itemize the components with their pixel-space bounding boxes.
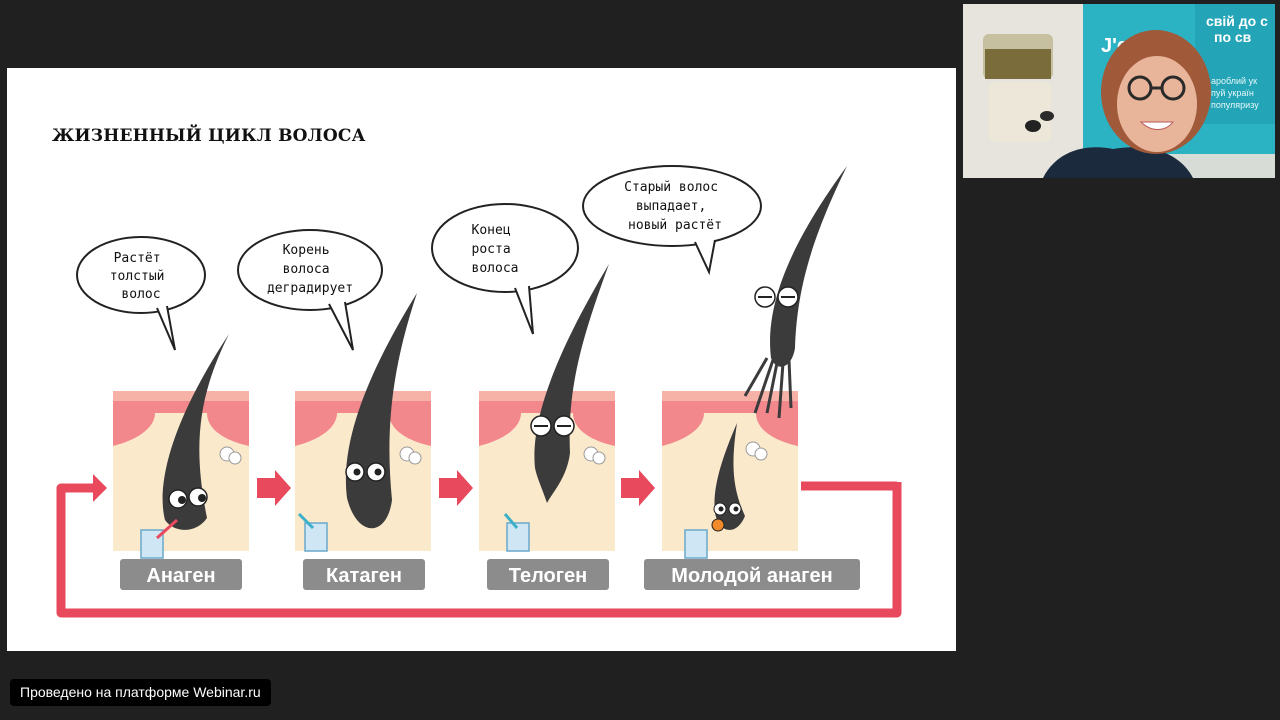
- stage-catagen-panel: Катаген: [295, 293, 431, 590]
- glass-icon: [304, 522, 328, 552]
- svg-text:Корень волоса: Корень волоса деградирует: [267, 243, 353, 296]
- svg-text:Старый волос выпадает,: Старый волос выпадает, новый растёт: [624, 180, 726, 233]
- hair-telogen: [534, 264, 609, 503]
- stage-label-anagen: Анаген: [146, 565, 215, 587]
- stage-label-catagen: Катаген: [326, 565, 402, 587]
- svg-text:ароблий ук: ароблий ук: [1211, 76, 1257, 86]
- webcam-video: J'erb свій до с по св ароблий ук пуй укр…: [963, 4, 1275, 178]
- svg-text:по св: по св: [1214, 29, 1252, 45]
- shed-hair: [770, 166, 847, 367]
- stage-label-telogen: Телоген: [509, 565, 588, 587]
- glass-icon: [684, 529, 708, 559]
- stage-arrow-3: [621, 470, 655, 506]
- stage-arrow-2: [439, 470, 473, 506]
- person-face: [1117, 56, 1197, 152]
- webcam-image: J'erb свій до с по св ароблий ук пуй укр…: [963, 4, 1275, 178]
- speech-bubble-young-anagen: Старый волос выпадает, новый растёт: [582, 165, 762, 276]
- cycle-loop: [56, 482, 902, 618]
- stage-young-anagen-panel: Молодой анаген: [644, 166, 860, 590]
- stage-arrow-1: [257, 470, 291, 506]
- cycle-arrow-start: [93, 474, 107, 502]
- stage-label-young-anagen: Молодой анаген: [671, 565, 832, 587]
- hair-anagen: [162, 334, 229, 530]
- svg-text:популяризу: популяризу: [1211, 100, 1259, 110]
- glass-icon: [506, 522, 530, 552]
- speech-bubble-telogen: Конец роста волоса: [431, 203, 579, 335]
- stage-anagen-panel: Анаген: [113, 334, 249, 590]
- person-body: [1043, 147, 1193, 178]
- platform-badge[interactable]: Проведено на платформе Webinar.ru: [10, 679, 271, 706]
- speech-bubble-anagen: Растёт толстый волос: [76, 236, 206, 351]
- slide-title: ЖИЗНЕННЫЙ ЦИКЛ ВОЛОСА: [52, 126, 366, 146]
- speech-bubble-catagen: Корень волоса деградирует: [237, 229, 383, 351]
- hair-cycle-diagram: Анаген Растёт толстый волос Катаген: [56, 165, 902, 618]
- svg-text:свій до с: свій до с: [1206, 13, 1268, 29]
- presentation-slide: ЖИЗНЕННЫЙ ЦИКЛ ВОЛОСА Анаген: [7, 68, 956, 651]
- stage-telogen-panel: Телоген: [479, 264, 615, 590]
- svg-text:Растёт толстый: Растёт толстый волос: [110, 251, 173, 302]
- svg-text:пуй україн: пуй україн: [1211, 88, 1254, 98]
- svg-text:Конец роста во: Конец роста волоса: [472, 223, 519, 276]
